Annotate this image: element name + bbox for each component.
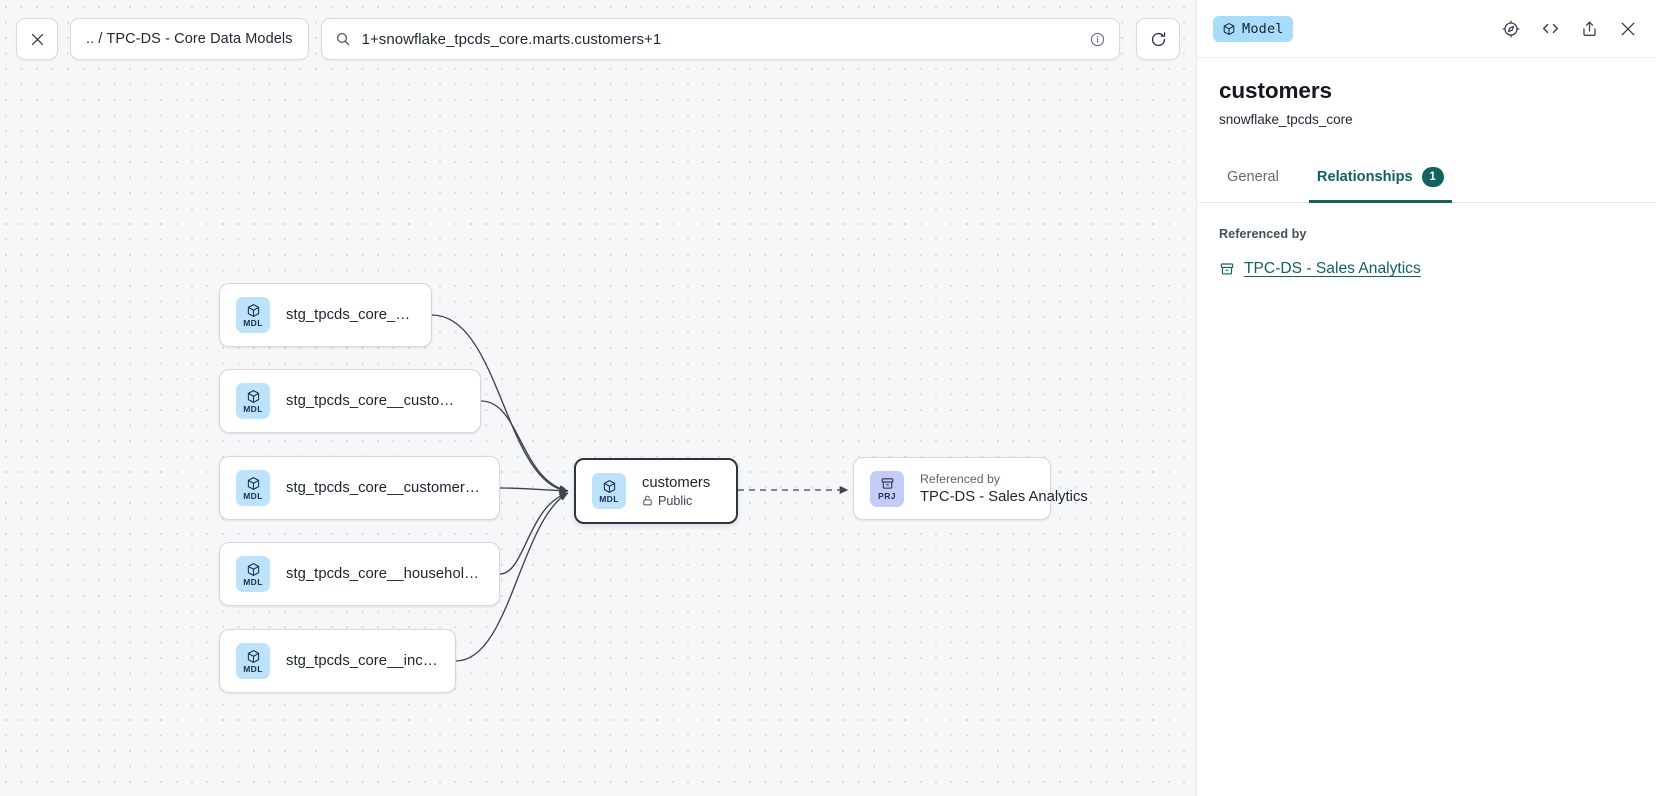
node-access-label: Public (658, 493, 693, 508)
section-label-referenced-by: Referenced by (1219, 227, 1307, 241)
node-label: stg_tpcds_core__household_demogr… (286, 566, 483, 582)
cube-icon (247, 389, 259, 403)
tab-label: General (1227, 169, 1279, 185)
list-item[interactable]: TPC-DS - Sales Analytics (1219, 260, 1634, 278)
cube-icon (247, 303, 259, 317)
asset-type-chip: Model (1213, 15, 1293, 42)
graph-node-focus[interactable]: MDL customers Public (574, 458, 738, 524)
badge-text: MDL (243, 663, 263, 674)
info-circle-icon (1090, 32, 1105, 46)
badge-text: PRJ (878, 491, 896, 502)
graph-node-upstream[interactable]: MDL stg_tpcds_core__income_band (219, 629, 456, 693)
details-tabs: General Relationships 1 (1197, 159, 1656, 203)
close-panel-button[interactable] (1618, 19, 1638, 39)
model-type-badge: MDL (236, 297, 270, 333)
node-access: Public (642, 494, 710, 508)
node-title: TPC-DS - Sales Analytics (920, 489, 1088, 505)
badge-text: MDL (243, 317, 263, 328)
close-lineage-button[interactable] (16, 18, 58, 60)
close-x-icon (31, 33, 43, 45)
details-panel: Model (1196, 0, 1656, 796)
page-subtitle: snowflake_tpcds_core (1219, 112, 1353, 127)
code-brackets-icon (1542, 23, 1559, 34)
share-upload-icon (1583, 21, 1596, 36)
search-icon (336, 32, 349, 46)
tab-count-badge: 1 (1421, 167, 1444, 187)
canvas-toolbar: .. / TPC-DS - Core Data Models (0, 0, 1196, 78)
cube-icon (247, 476, 259, 490)
model-type-badge: MDL (236, 556, 270, 592)
cube-icon (247, 562, 259, 576)
search-input[interactable] (361, 30, 1078, 48)
share-button[interactable] (1580, 19, 1599, 38)
tab-relationships[interactable]: Relationships 1 (1308, 159, 1452, 203)
project-box-icon (881, 478, 893, 489)
view-code-button[interactable] (1540, 18, 1561, 39)
graph-node-upstream[interactable]: MDL stg_tpcds_core__customer_address (219, 369, 481, 433)
lineage-search[interactable] (320, 18, 1120, 60)
lock-open-icon (643, 495, 652, 506)
tab-label: Relationships (1316, 169, 1413, 185)
cube-icon (603, 479, 615, 493)
node-label: stg_tpcds_core__income_band (286, 653, 439, 669)
tab-general[interactable]: General (1219, 159, 1287, 203)
node-title: customers (642, 474, 711, 491)
graph-node-upstream[interactable]: MDL stg_tpcds_core__customer (219, 283, 432, 347)
badge-text: MDL (599, 493, 619, 504)
node-kicker: Referenced by (920, 472, 1000, 486)
panel-action-group (1501, 18, 1638, 39)
cube-icon (247, 649, 259, 663)
project-box-icon (1220, 263, 1234, 275)
node-label: stg_tpcds_core__customer_demogra… (286, 480, 483, 496)
model-type-badge: MDL (236, 643, 270, 679)
badge-text: MDL (243, 576, 263, 587)
model-type-badge: MDL (236, 470, 270, 506)
node-label: stg_tpcds_core__customer_address (286, 393, 464, 409)
model-type-badge: MDL (592, 473, 626, 509)
graph-node-downstream[interactable]: PRJ Referenced by TPC-DS - Sales Analyti… (853, 457, 1088, 520)
asset-type-label: Model (1242, 20, 1284, 37)
explore-compass-button[interactable] (1501, 19, 1521, 39)
breadcrumb[interactable]: .. / TPC-DS - Core Data Models (70, 18, 309, 60)
details-panel-toolbar: Model (1197, 0, 1656, 58)
explore-compass-icon (1502, 20, 1520, 37)
details-panel-header: customers snowflake_tpcds_core (1197, 58, 1656, 127)
refresh-icon (1151, 31, 1165, 46)
lineage-canvas[interactable]: MDL stg_tpcds_core__customer MDL stg_tpc… (0, 0, 1196, 796)
badge-text: MDL (243, 403, 263, 414)
badge-text: MDL (243, 490, 263, 501)
model-type-badge: MDL (236, 383, 270, 419)
breadcrumb-label: .. / TPC-DS - Core Data Models (86, 31, 293, 47)
graph-node-upstream[interactable]: MDL stg_tpcds_core__customer_demogra… (219, 456, 500, 520)
refresh-button[interactable] (1136, 18, 1180, 60)
reference-link[interactable]: TPC-DS - Sales Analytics (1244, 260, 1421, 277)
relationships-content: Referenced by TPC-DS - Sales Analytics (1197, 203, 1656, 278)
node-label: stg_tpcds_core__customer (286, 307, 415, 323)
graph-node-upstream[interactable]: MDL stg_tpcds_core__household_demogr… (219, 542, 500, 606)
project-type-badge: PRJ (870, 470, 904, 507)
cube-icon (1223, 22, 1235, 35)
lineage-edges (431, 314, 849, 662)
page-title: customers (1219, 78, 1332, 103)
close-x-icon (1621, 22, 1635, 35)
